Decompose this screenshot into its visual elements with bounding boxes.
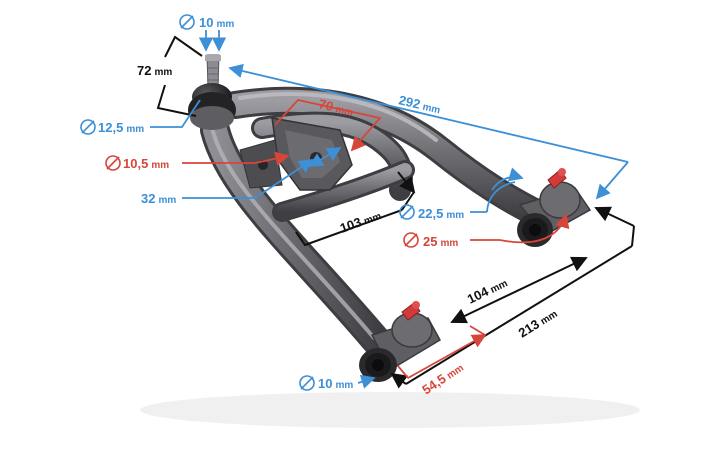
floor-shadow — [140, 392, 640, 428]
dim-crossbar-offset — [295, 171, 416, 247]
label-crossbar-offset: 103mm — [338, 207, 383, 236]
dim-mount-spacing — [450, 256, 588, 324]
dim-ball-diameter-leader — [150, 99, 201, 128]
diameter-icon — [80, 119, 96, 135]
diameter-icon — [179, 14, 195, 30]
dim-overall-width — [390, 206, 635, 389]
dim-ball-height — [156, 35, 203, 117]
dim-outer-diameter — [470, 213, 570, 244]
dim-bracket-length — [274, 99, 382, 152]
label-overall-width: 213mm — [516, 305, 560, 340]
dim-overall-length — [228, 63, 629, 200]
dim-bushing-length — [397, 325, 487, 379]
diameter-icon — [399, 204, 415, 220]
dim-bushing-bore-leader — [357, 374, 376, 389]
diameter-icon — [403, 232, 419, 248]
dim-hole-diameter-leader — [182, 151, 290, 166]
label-mount-spacing: 104mm — [465, 275, 510, 307]
label-bushing-length: 54,5mm — [419, 359, 466, 397]
diameter-icon — [105, 155, 121, 171]
diameter-icon — [299, 375, 315, 391]
dim-bracket-width — [182, 147, 342, 199]
dim-inner-diameter — [470, 167, 524, 213]
label-bracket-length: 70mm — [317, 96, 355, 119]
label-overall-length: 292mm — [397, 92, 442, 116]
dim-bolt-diameter — [198, 30, 227, 52]
